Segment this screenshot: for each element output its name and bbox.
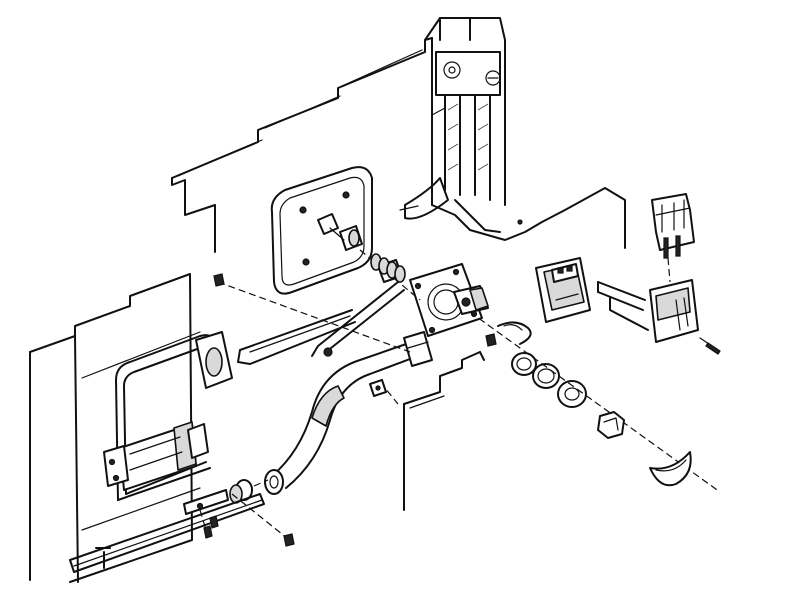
gasket-ring-1 xyxy=(497,321,532,345)
bracket-screw xyxy=(209,515,219,529)
window-fitting xyxy=(317,213,363,251)
back-panel-lower-edge xyxy=(403,351,485,511)
oring-1 xyxy=(511,352,537,376)
screw-pump xyxy=(485,333,497,347)
mount-bracket xyxy=(183,489,229,539)
screw-left-top xyxy=(213,273,225,287)
pump-mount-plate xyxy=(409,263,489,337)
hose xyxy=(264,331,433,495)
hex-nut xyxy=(597,411,625,439)
screw-bottom xyxy=(283,533,295,547)
switch-bezel xyxy=(535,257,591,323)
vertical-column xyxy=(399,17,523,233)
knob-cap xyxy=(649,451,692,487)
lever-linkage xyxy=(237,259,405,365)
switch-assembly xyxy=(597,193,721,355)
shaft-spring xyxy=(359,249,421,301)
front-panel xyxy=(29,273,265,583)
washer xyxy=(557,380,587,408)
back-panel xyxy=(171,37,626,253)
oring-2 xyxy=(532,363,560,389)
hose-end-fitting xyxy=(229,479,269,504)
solenoid-body xyxy=(103,421,209,491)
screw-center xyxy=(369,379,387,397)
